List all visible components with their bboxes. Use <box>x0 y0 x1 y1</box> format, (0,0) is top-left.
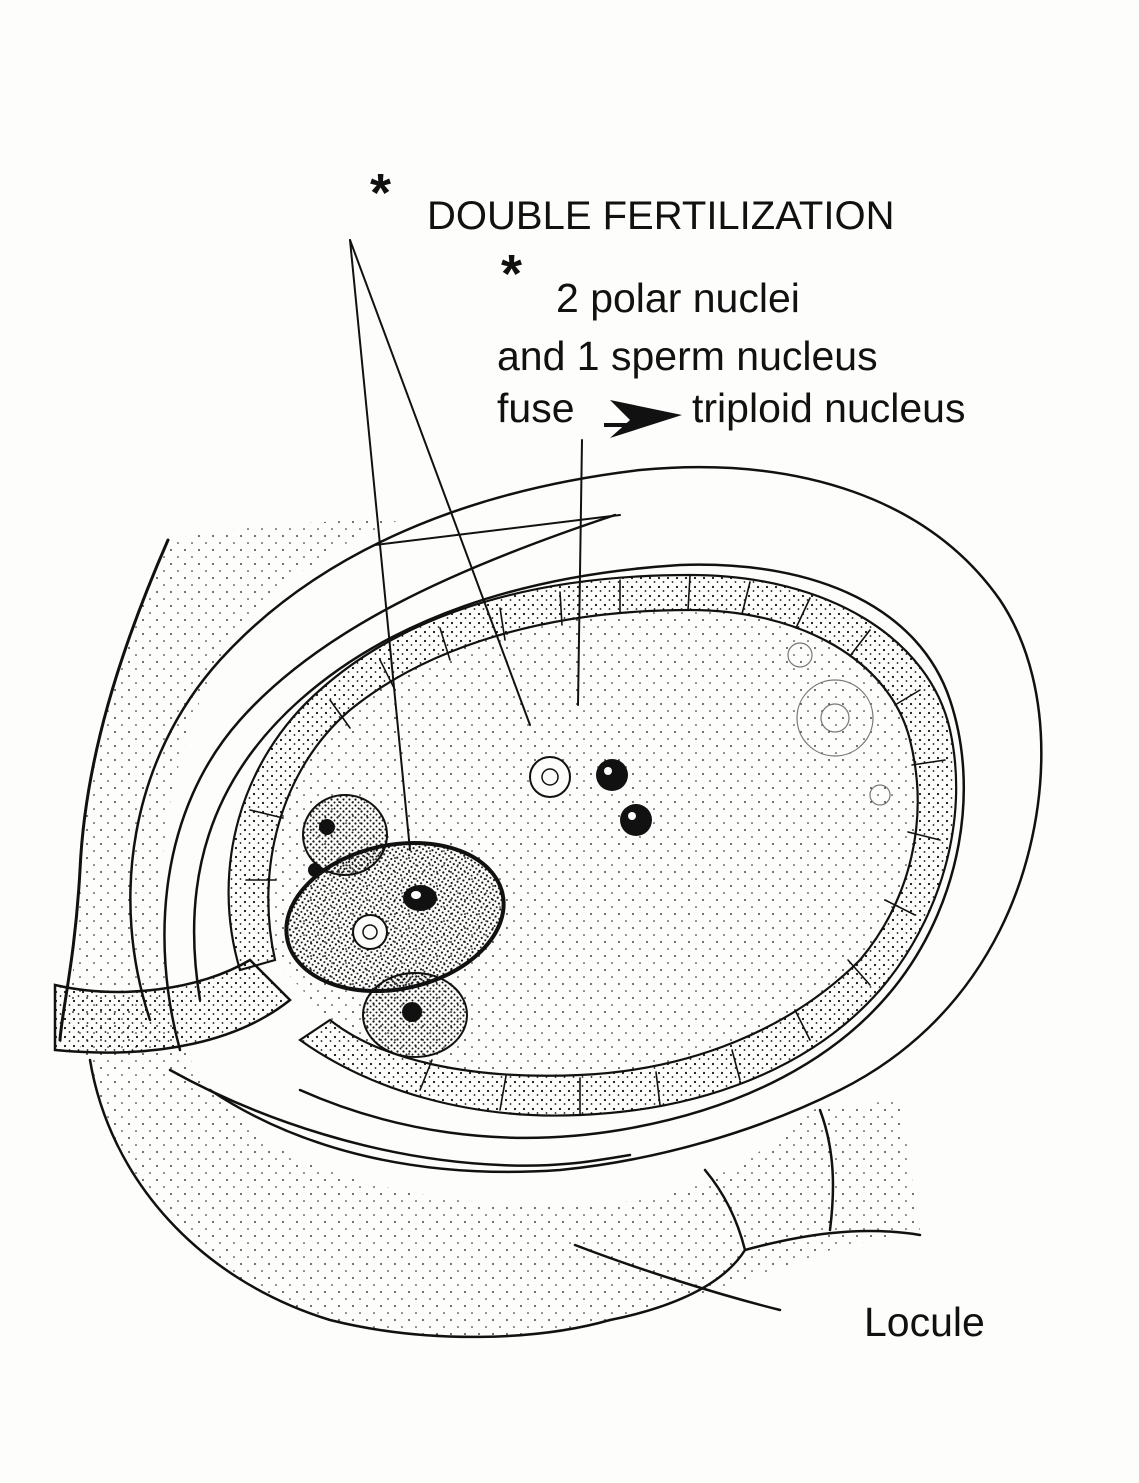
egg-cell <box>284 840 506 994</box>
ovary-wall <box>71 520 920 1337</box>
leader-lines <box>349 239 621 851</box>
sperm-nucleus <box>620 804 652 836</box>
polar-nucleus <box>529 756 571 798</box>
funiculus <box>53 958 292 1054</box>
vacuoles <box>787 642 891 806</box>
asterisk-marker: * <box>501 244 523 304</box>
label-triploid-nucleus: triploid nucleus <box>692 385 966 431</box>
inner-integument <box>192 563 965 1140</box>
label-locule: Locule <box>864 1299 985 1345</box>
locule-walls <box>573 1108 922 1322</box>
asterisk-marker: * <box>370 163 392 223</box>
label-fuse: fuse <box>497 385 575 431</box>
egg-nucleus <box>352 914 388 950</box>
outer-integument <box>129 465 1043 1174</box>
arrow-icon <box>604 400 682 438</box>
polar-nucleus <box>596 759 628 791</box>
label-sperm-nucleus: and 1 sperm nucleus <box>497 333 878 379</box>
egg-sperm-nucleus <box>403 885 437 911</box>
synergid-nucleus <box>319 819 335 835</box>
diagram-title: DOUBLE FERTILIZATION <box>427 194 895 238</box>
synergid-nucleus <box>402 1002 422 1022</box>
label-polar-nuclei: 2 polar nuclei <box>556 275 800 321</box>
